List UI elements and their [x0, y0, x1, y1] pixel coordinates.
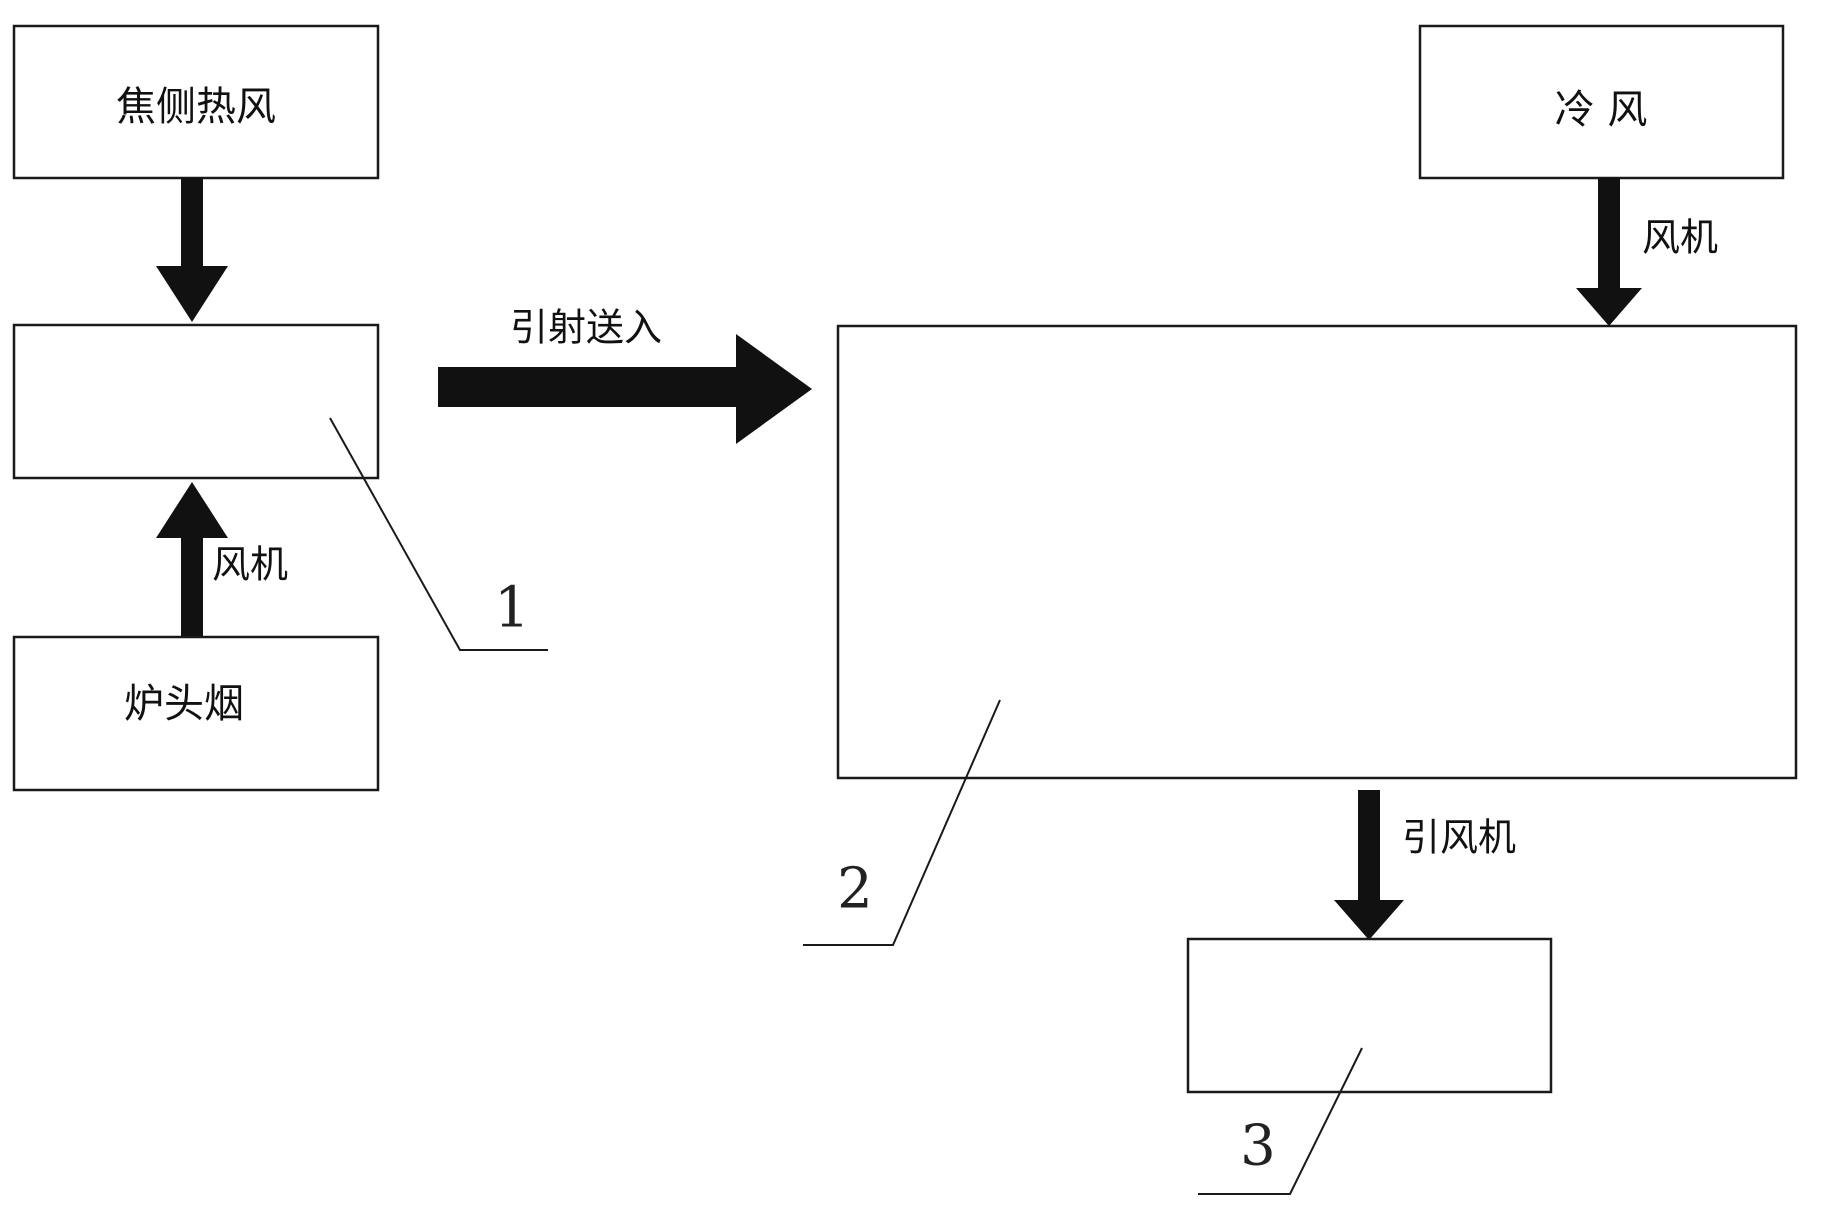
callout-3-leader-line [1198, 1047, 1363, 1195]
coke-side-hot-air-box-frame [12, 24, 380, 180]
induced-draft-arrow-shaft [1358, 790, 1380, 902]
callout-2-number: 2 [837, 857, 873, 922]
ejector-feed-arrow [438, 334, 812, 444]
hot-air-down-arrow-head [156, 266, 228, 322]
hot-air-down-arrow-shaft [181, 178, 203, 268]
mixer-box-frame [12, 323, 380, 480]
coke-side-hot-air-box: 焦侧热风 [12, 24, 380, 180]
fan-label-right: 风机 [1642, 216, 1718, 260]
outlet-box [1186, 937, 1553, 1094]
cold-air-label: 冷 风 [1555, 87, 1648, 133]
smoke-up-arrow-head [156, 482, 228, 538]
fan-label-left: 风机 [212, 543, 288, 587]
cold-air-box: 冷 风 [1418, 24, 1785, 180]
induced-draft-arrow-head [1334, 900, 1404, 940]
coke-side-hot-air-label: 焦侧热风 [116, 84, 276, 130]
cold-air-down-arrow [1576, 178, 1642, 326]
ejector-feed-arrow-shaft [438, 367, 740, 407]
main-chamber-box [836, 324, 1798, 780]
cold-air-box-frame [1418, 24, 1785, 180]
callout-1: 1 [329, 417, 548, 651]
mixer-box [12, 323, 380, 480]
furnace-head-smoke-box-frame [12, 635, 380, 792]
smoke-up-arrow [156, 482, 228, 637]
main-chamber-box-frame [836, 324, 1798, 780]
hot-air-down-arrow [156, 178, 228, 322]
induced-draft-fan-label: 引风机 [1402, 816, 1516, 860]
cold-air-down-arrow-head [1576, 288, 1642, 326]
outlet-box-frame [1186, 937, 1553, 1094]
callout-3-number: 3 [1240, 1114, 1276, 1179]
callout-1-leader-line [329, 417, 548, 651]
cold-air-down-arrow-shaft [1598, 178, 1620, 290]
callout-3: 3 [1198, 1047, 1363, 1195]
furnace-head-smoke-label: 炉头烟 [124, 681, 244, 727]
induced-draft-arrow [1334, 790, 1404, 940]
callout-2: 2 [803, 699, 1001, 946]
ejector-feed-arrow-head [736, 334, 812, 444]
furnace-head-smoke-box: 炉头烟 [12, 635, 380, 792]
smoke-up-arrow-shaft [181, 536, 203, 637]
ejector-feed-label: 引射送入 [510, 306, 662, 350]
callout-2-leader-line [803, 699, 1001, 946]
callout-1-number: 1 [494, 576, 530, 641]
